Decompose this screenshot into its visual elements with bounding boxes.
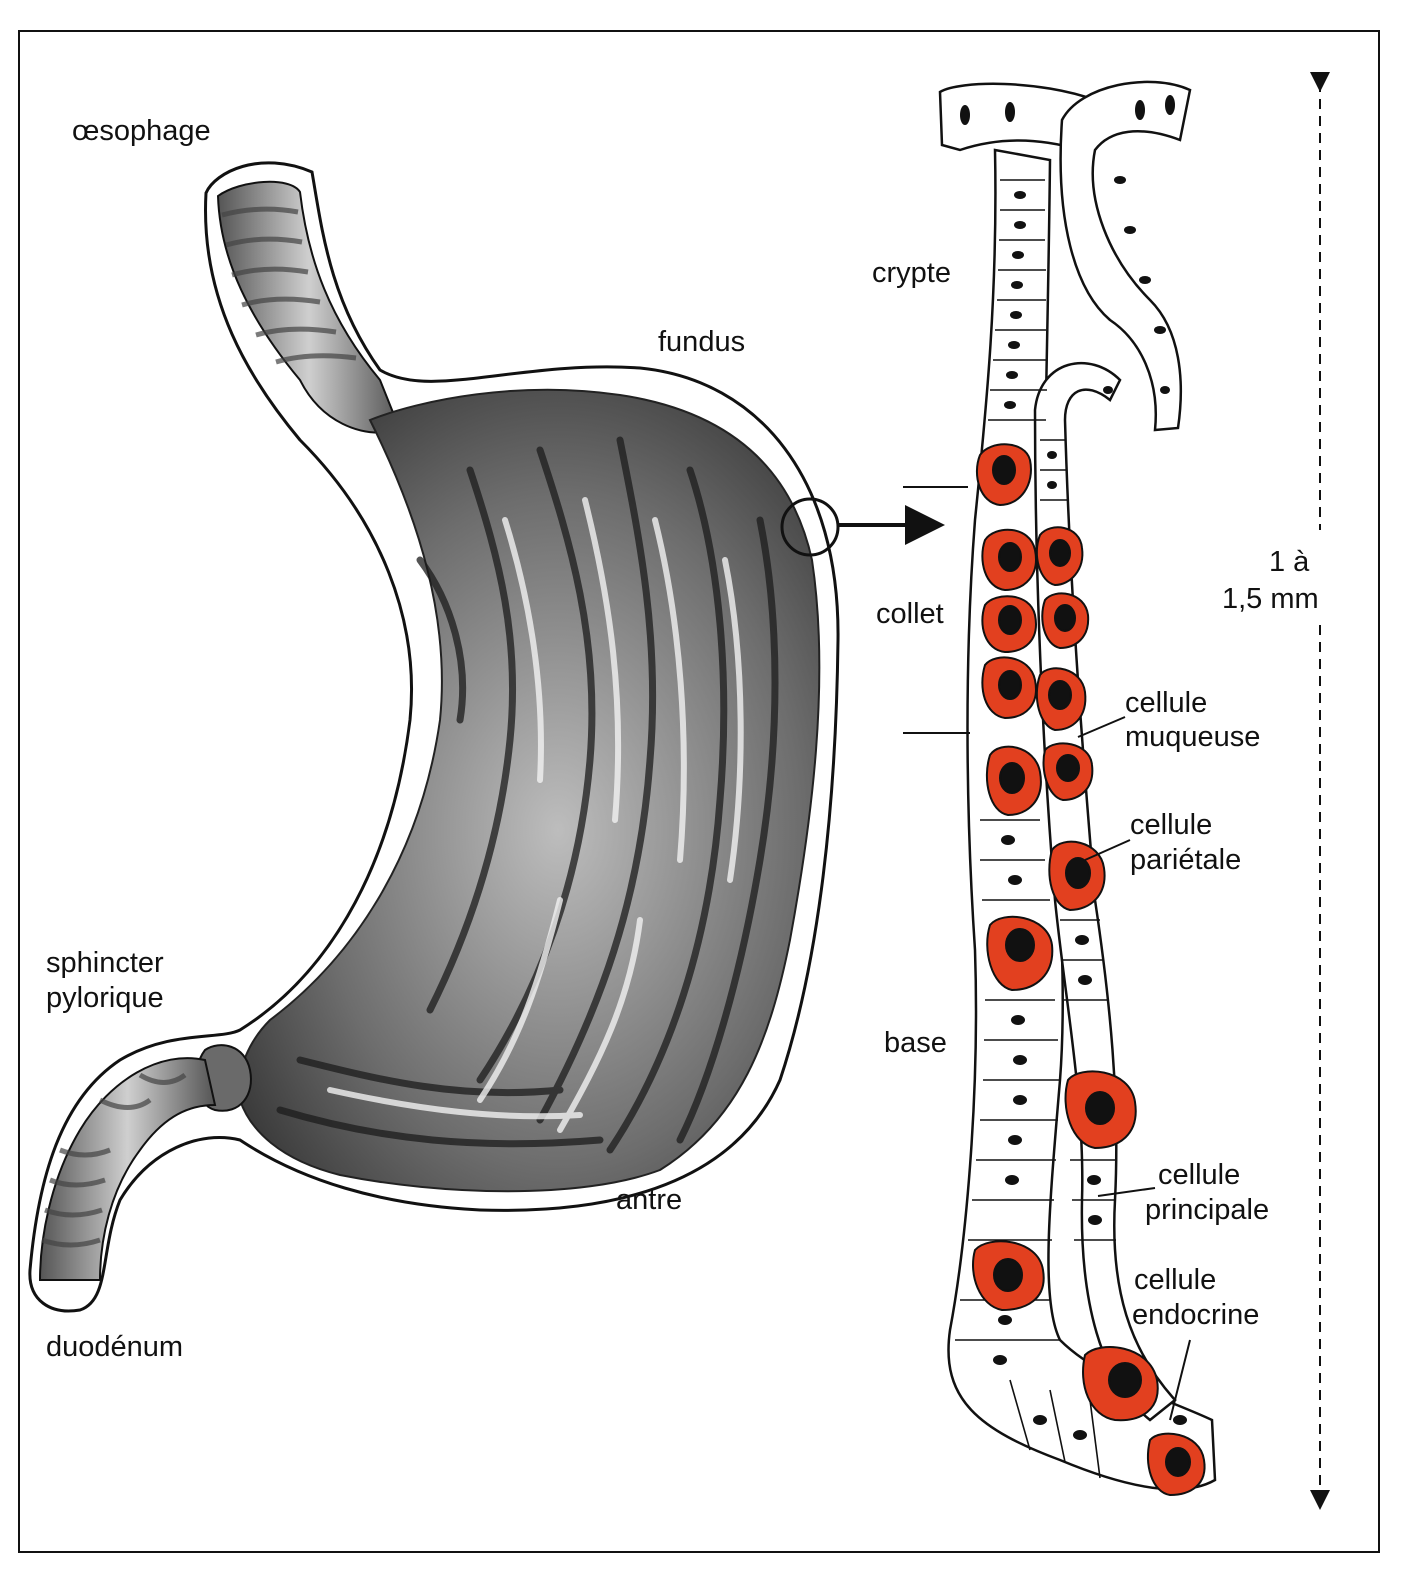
mucosa-folds <box>276 436 779 1154</box>
parietal-cell <box>975 443 1032 507</box>
label-sphincter-line2: pylorique <box>46 982 164 1014</box>
parietal-cell <box>981 656 1037 720</box>
duodenum-rings <box>41 1072 187 1248</box>
cell-dividers <box>955 179 1116 1479</box>
label-scale-line1: 1 à <box>1265 545 1314 579</box>
parietal-cell <box>1082 1346 1159 1422</box>
label-antre: antre <box>616 1184 683 1216</box>
parietal-cell <box>1147 1432 1206 1497</box>
cell-nuclei <box>960 95 1187 1440</box>
parietal-cell <box>986 915 1054 992</box>
label-duodenum: duodénum <box>46 1331 184 1363</box>
label-sphincter-line1: sphincter <box>46 947 164 979</box>
gastric-gland <box>903 72 1330 1510</box>
label-cellule-principale-line1: cellule <box>1158 1159 1241 1191</box>
esophagus-rings <box>221 206 357 365</box>
label-cellule-parietale-line1: cellule <box>1130 809 1213 841</box>
label-cellule-endocrine-line2: endocrine <box>1132 1299 1260 1331</box>
label-crypte: crypte <box>872 257 951 289</box>
parietal-cell <box>1064 1070 1137 1150</box>
label-base: base <box>884 1027 947 1059</box>
label-fundus: fundus <box>658 326 746 358</box>
pointer-muqueuse <box>1077 716 1126 738</box>
parietal-cell <box>1035 526 1084 587</box>
pointer-endocrine <box>1169 1339 1191 1421</box>
duodenum <box>38 1057 217 1281</box>
pointer-principale <box>1097 1187 1156 1197</box>
pointer-parietale <box>1084 839 1131 861</box>
parietal-cell <box>981 528 1037 592</box>
label-scale-line2: 1,5 mm <box>1218 582 1323 616</box>
parietal-cell <box>1035 667 1087 732</box>
label-cellule-muqueuse-line1: cellule <box>1125 687 1208 719</box>
parietal-cell <box>1042 742 1094 802</box>
parietal-cell <box>1041 592 1090 650</box>
label-collet: collet <box>876 598 944 630</box>
label-cellule-principale-line2: principale <box>1145 1194 1270 1226</box>
stomach-mucosa <box>238 388 821 1193</box>
parietal-cell <box>985 745 1042 817</box>
figure-frame <box>18 30 1380 1553</box>
parietal-cell <box>972 1240 1045 1312</box>
label-cellule-muqueuse-line2: muqueuse <box>1125 721 1261 753</box>
mucosa-highlights <box>327 497 744 1133</box>
surface-epithelium-right <box>1059 80 1192 432</box>
parietal-cell <box>981 595 1037 654</box>
parietal-cell <box>1048 840 1106 912</box>
stomach <box>28 161 945 1313</box>
label-oesophage: œsophage <box>72 115 211 147</box>
label-cellule-endocrine-line1: cellule <box>1134 1264 1217 1296</box>
parietal-cells <box>972 443 1206 1497</box>
label-cellule-parietale-line2: pariétale <box>1130 844 1242 876</box>
